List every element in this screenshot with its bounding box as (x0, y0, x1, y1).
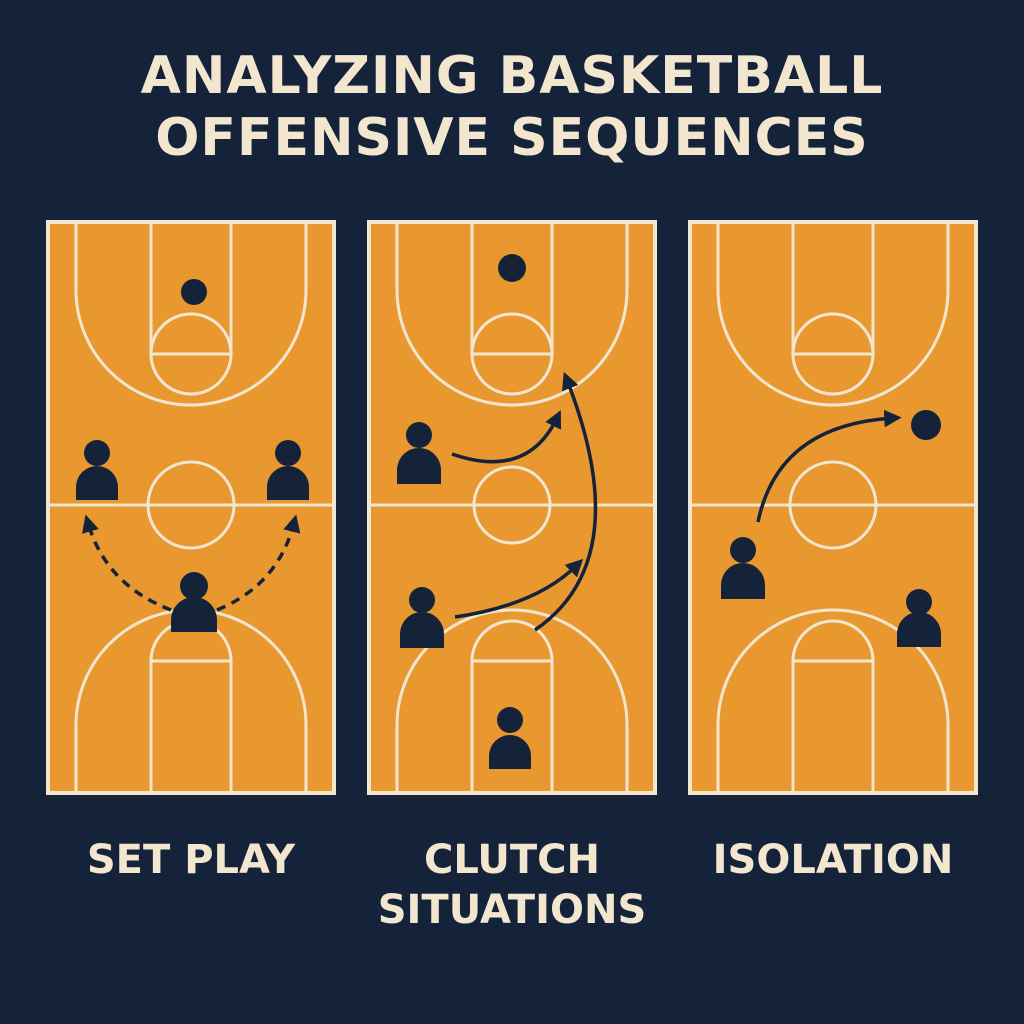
player-icon (267, 440, 309, 500)
panel-label-isolation: ISOLATION (688, 835, 978, 885)
player-icon (721, 537, 765, 599)
court-clutch-situations (367, 220, 657, 795)
panel-label-clutch-situations: CLUTCH SITUATIONS (345, 835, 679, 935)
court-isolation (688, 220, 978, 795)
player-icon (400, 587, 444, 648)
panel-label-set-play: SET PLAY (46, 835, 336, 885)
court-surface (46, 220, 336, 795)
player-icon (897, 589, 941, 647)
court-lines (690, 220, 976, 795)
panel-label-line: CLUTCH (423, 837, 600, 883)
player-icon (397, 422, 441, 484)
basketball-ball (498, 254, 526, 282)
player-icon (76, 440, 118, 500)
basketball-ball (911, 410, 941, 440)
movement-arrow (451, 371, 598, 632)
page-title-line-2: OFFENSIVE SEQUENCES (155, 108, 869, 168)
court-surface (688, 220, 978, 795)
player-icon (171, 572, 217, 632)
court-surface (367, 220, 657, 795)
page-title-line-1: ANALYZING BASKETBALL (140, 46, 884, 106)
movement-arrow (756, 409, 902, 523)
panel-label-line: ISOLATION (712, 837, 954, 883)
panel-label-line: SITUATIONS (377, 887, 647, 933)
court-lines (369, 220, 655, 795)
player-icon (489, 707, 531, 769)
court-set-play (46, 220, 336, 795)
panel-label-line: SET PLAY (86, 837, 296, 883)
basketball-ball (181, 279, 207, 305)
